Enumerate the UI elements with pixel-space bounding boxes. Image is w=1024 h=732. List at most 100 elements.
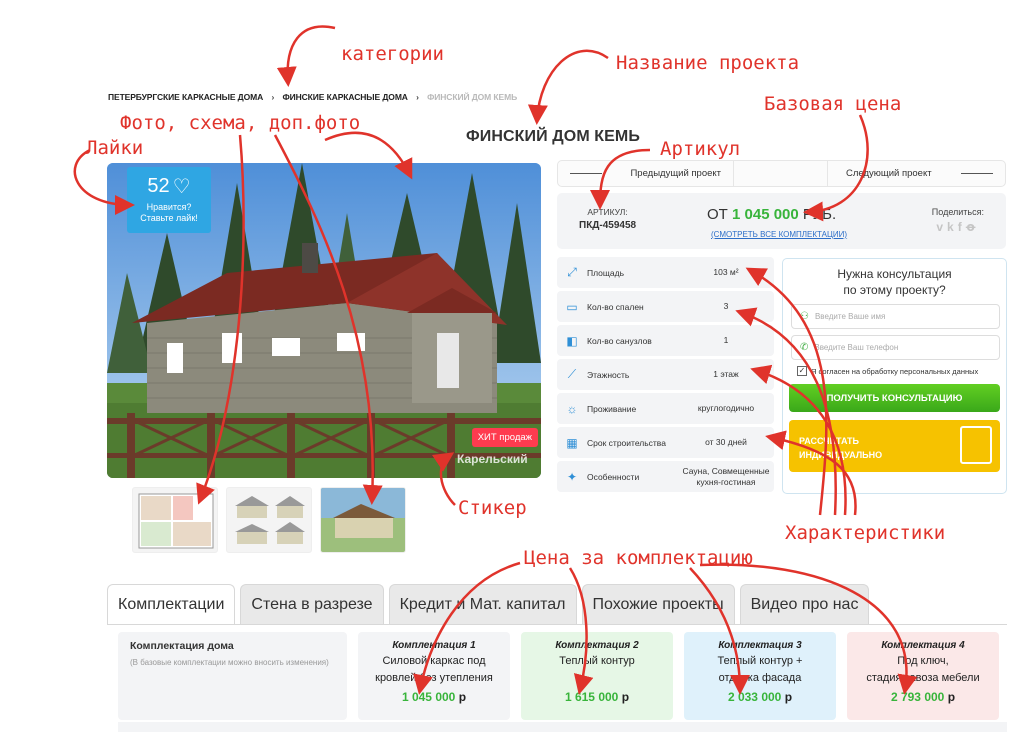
kit-desc-line1: Теплый контур	[559, 655, 635, 667]
tab-wall-section[interactable]: Стена в разрезе	[240, 584, 384, 625]
annotation-categories: категории	[341, 43, 444, 65]
social-icons[interactable]: vkfꝋ	[932, 220, 984, 234]
spec-row: ▭ Кол-во спален 3	[557, 291, 774, 322]
all-kits-link[interactable]: (СМОТРЕТЬ ВСЕ КОМПЛЕКТАЦИИ)	[711, 230, 848, 239]
next-project-label: Следующий проект	[846, 168, 932, 179]
annotation-specs: Характеристики	[785, 522, 946, 544]
thumbnail-extra-photo[interactable]	[320, 487, 406, 553]
toilet-icon: ◧	[566, 333, 578, 348]
spec-row: ⤢ Площадь 103 м²	[557, 257, 774, 288]
calendar-icon: ▦	[566, 435, 578, 450]
spec-label: Этажность	[587, 369, 630, 380]
share-label: Поделиться:	[931, 207, 984, 217]
prev-project-button[interactable]: Предыдущий проект	[558, 161, 734, 186]
tab-kits[interactable]: Комплектации	[107, 584, 236, 625]
kit-desc-line1: Под ключ,	[897, 655, 949, 667]
agree-label: Я согласен на обработку персональных дан…	[811, 366, 979, 376]
breadcrumb-item-finnish[interactable]: ФИНСКИЕ КАРКАСНЫЕ ДОМА	[282, 92, 408, 102]
main-photo[interactable]: Карельский 52 ♡ Нравится? Ставьте лайк! …	[107, 163, 541, 478]
spec-label: Кол-во спален	[587, 301, 644, 312]
price-box: АРТИКУЛ: ПКД-459458 ОТ 1 045 000 РУБ. (С…	[557, 193, 1006, 249]
tab-video[interactable]: Видео про нас	[739, 584, 870, 625]
kit-card-1[interactable]: Комплектация 1 Силовой каркас под кровле…	[358, 632, 510, 720]
spec-row: ▦ Срок строительства от 30 дней	[557, 427, 774, 458]
annotation-sticker: Стикер	[458, 497, 527, 519]
spec-value: Сауна, Совмещенные кухня-гостиная	[682, 465, 770, 487]
tab-credit[interactable]: Кредит и Мат. капитал	[388, 584, 577, 625]
kits-header: Комплектация дома	[130, 640, 234, 652]
kits-table: Комплектация дома (В базовые комплектаци…	[118, 632, 999, 720]
consultation-form: Нужна консультация по этому проекту? ⚇ В…	[782, 258, 1007, 494]
kit-price: 2 033 000	[727, 690, 782, 704]
phone-icon: ✆	[800, 342, 809, 353]
breadcrumb-separator: ›	[416, 92, 419, 102]
spec-value: 1 этаж	[713, 369, 739, 379]
hit-sticker: ХИТ продаж	[471, 428, 538, 447]
kit-card-2[interactable]: Комплектация 2 Теплый контур 1 615 000 р	[521, 632, 673, 720]
spec-label: Проживание	[587, 403, 637, 414]
prev-project-label: Предыдущий проект	[630, 168, 721, 179]
floorplan-image	[138, 493, 214, 549]
kit-price: 1 615 000	[564, 690, 619, 704]
kit-name: Комплектация 2	[555, 640, 639, 651]
tab-divider	[107, 624, 1007, 625]
spec-value: 103 м²	[713, 267, 739, 277]
phone-field[interactable]: ✆ Введите Ваш телефон	[791, 335, 1000, 360]
article-label: АРТИКУЛ:	[587, 207, 628, 217]
kit-currency: р	[947, 690, 956, 704]
spec-label: Площадь	[587, 267, 625, 278]
page-title: ФИНСКИЙ ДОМ КЕМЬ	[466, 128, 640, 145]
name-field[interactable]: ⚇ Введите Ваше имя	[791, 304, 1000, 329]
spec-row: ✦ Особенности Сауна, Совмещенные кухня-г…	[557, 461, 774, 492]
agree-checkbox[interactable]: ✓	[797, 366, 807, 376]
annotation-kit-price: Цена за комплектацию	[524, 547, 753, 569]
facebook-icon[interactable]: f	[957, 220, 966, 234]
kit-desc-line2: кровлей без утепления	[375, 672, 493, 684]
thumbnail-floorplan[interactable]	[132, 487, 218, 553]
consultation-title-line1: Нужна консультация	[837, 267, 952, 281]
watermark-text: Карельский	[457, 452, 528, 466]
spec-row: ⟋ Этажность 1 этаж	[557, 359, 774, 390]
kit-price: 2 793 000	[890, 690, 945, 704]
thumbnail-facades[interactable]	[226, 487, 312, 553]
article-block: АРТИКУЛ: ПКД-459458	[579, 207, 636, 231]
kit-name: Комплектация 1	[392, 640, 476, 651]
kit-card-3[interactable]: Комплектация 3 Теплый контур + отделка ф…	[684, 632, 836, 720]
price-prefix: ОТ	[707, 206, 728, 223]
tab-similar-projects[interactable]: Похожие проекты	[581, 584, 735, 625]
kit-desc-line2	[521, 670, 673, 687]
vk-icon[interactable]: vk	[936, 220, 958, 234]
annotation-article: Артикул	[660, 138, 741, 160]
likes-badge[interactable]: 52 ♡ Нравится? Ставьте лайк!	[127, 167, 211, 233]
specs-list: ⤢ Площадь 103 м² ▭ Кол-во спален 3 ◧ Кол…	[557, 257, 774, 495]
agree-checkbox-row[interactable]: ✓ Я согласен на обработку персональных д…	[797, 366, 998, 376]
likes-count: 52	[147, 175, 170, 197]
stairs-icon: ⟋	[567, 367, 577, 381]
arrow-categories	[276, 25, 336, 87]
kit-currency: р	[621, 690, 630, 704]
breadcrumb-current: ФИНСКИЙ ДОМ КЕМЬ	[427, 92, 518, 102]
spec-value: 1	[723, 335, 729, 345]
kit-currency: р	[458, 690, 467, 704]
heart-icon: ♡	[172, 176, 191, 198]
kits-header-note: (В базовые комплектации можно вносить из…	[130, 658, 329, 667]
kit-desc-line2: отделка фасада	[718, 672, 802, 684]
kit-desc-line1: Силовой каркас под	[382, 655, 486, 667]
phone-placeholder: Введите Ваш телефон	[814, 343, 899, 352]
next-project-button[interactable]: Следующий проект	[827, 161, 1005, 186]
breadcrumb-item-petersburg[interactable]: ПЕТЕРБУРГСКИЕ КАРКАСНЫЕ ДОМА	[108, 92, 264, 102]
annotation-photos: Фото, схема, доп.фото	[120, 112, 361, 134]
odnoklassniki-icon[interactable]: ꝋ	[965, 220, 980, 234]
base-price: ОТ 1 045 000 РУБ.	[707, 206, 836, 223]
likes-prompt: Нравится?	[146, 202, 192, 212]
kit-desc-line2: стадия завоза мебели	[866, 672, 980, 684]
area-icon: ⤢	[567, 265, 577, 279]
kit-card-4[interactable]: Комплектация 4 Под ключ, стадия завоза м…	[847, 632, 999, 720]
name-placeholder: Введите Ваше имя	[814, 312, 886, 321]
spec-row: ◧ Кол-во санузлов 1	[557, 325, 774, 356]
annotation-base-price: Базовая цена	[764, 93, 902, 115]
consultation-title-line2: по этому проекту?	[843, 283, 946, 297]
get-consultation-button[interactable]: ПОЛУЧИТЬ КОНСУЛЬТАЦИЮ	[789, 384, 1000, 412]
calculate-button[interactable]: РАССЧИТАТЬ ИНДИВИДУАЛЬНО	[789, 420, 1000, 472]
breadcrumb-separator: ›	[271, 92, 275, 102]
